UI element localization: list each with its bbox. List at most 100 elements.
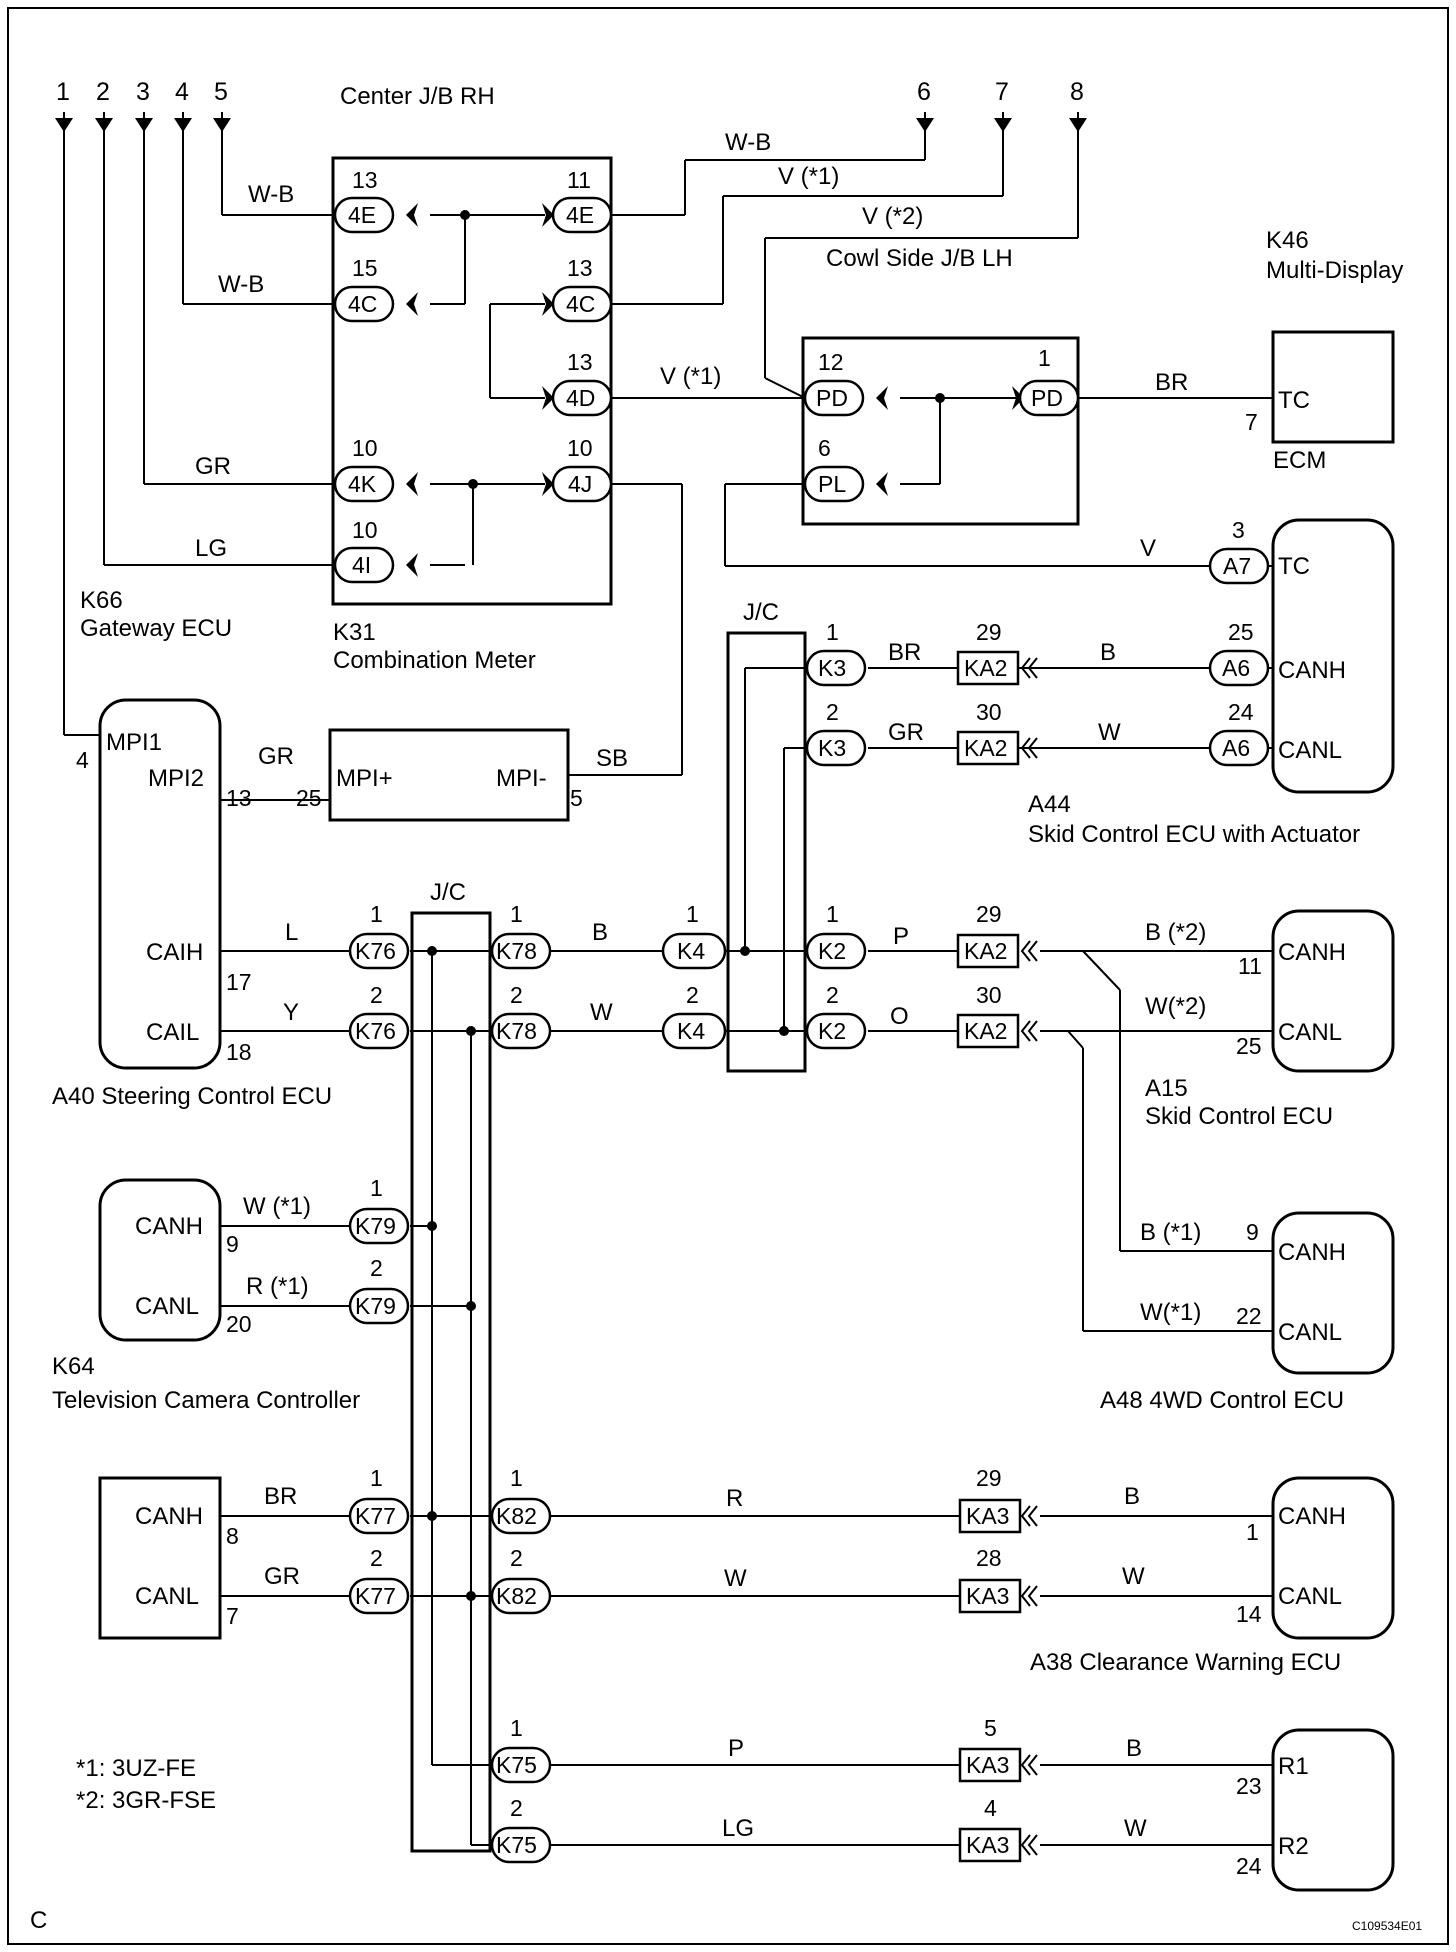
conn-4d: 4D bbox=[566, 385, 595, 411]
pin-k79-1: 1 bbox=[370, 1175, 383, 1201]
wire-gr-mpi: GR bbox=[258, 743, 294, 770]
terminal-8: 8 bbox=[1070, 78, 1084, 106]
pin-ka3-5: 5 bbox=[984, 1715, 997, 1741]
pin-ka3-29: 29 bbox=[976, 1465, 1002, 1491]
a44-label: A44 bbox=[1028, 791, 1071, 818]
cam-canh: CANH bbox=[135, 1503, 203, 1530]
wire-w-a38: W bbox=[1122, 1563, 1145, 1590]
pin-r2-24: 24 bbox=[1236, 1853, 1262, 1879]
pin-k4-1: 1 bbox=[686, 901, 699, 927]
pin-k76-1: 1 bbox=[370, 901, 383, 927]
a15-name: Skid Control ECU bbox=[1145, 1103, 1333, 1130]
pin-13-4d: 13 bbox=[567, 349, 593, 375]
a38-label: A38 Clearance Warning ECU bbox=[1030, 1649, 1341, 1676]
pin-15-4c: 15 bbox=[352, 255, 378, 281]
conn-4e-left: 4E bbox=[348, 202, 376, 228]
k46-label: K46 bbox=[1266, 227, 1309, 254]
conn-k2-2: K2 bbox=[818, 1018, 846, 1044]
cowl-jb-box bbox=[801, 336, 1080, 526]
k31-name: Combination Meter bbox=[333, 647, 536, 674]
a38-canl: CANL bbox=[1278, 1583, 1342, 1610]
wire-l: L bbox=[285, 919, 298, 946]
k64-box bbox=[98, 1178, 222, 1342]
pin-ka3-4: 4 bbox=[984, 1795, 997, 1821]
mpi-plus: MPI+ bbox=[336, 765, 393, 792]
conn-k75-1: K75 bbox=[496, 1752, 537, 1778]
a48-canl: CANL bbox=[1278, 1319, 1342, 1346]
corner-label: C bbox=[30, 1907, 47, 1934]
r2-label: R2 bbox=[1278, 1833, 1309, 1860]
pin-10-4k: 10 bbox=[352, 435, 378, 461]
lower-jc-box bbox=[410, 911, 492, 1853]
note-2: *2: 3GR-FSE bbox=[76, 1787, 216, 1814]
pin-ka2b-30: 30 bbox=[976, 982, 1002, 1008]
pin-k77-1: 1 bbox=[370, 1465, 383, 1491]
k64-label: K64 bbox=[52, 1353, 95, 1380]
pin-k78-1: 1 bbox=[510, 901, 523, 927]
k66-label: K66 bbox=[80, 587, 123, 614]
pin-mpi1-4: 4 bbox=[76, 747, 89, 773]
mpi-minus: MPI- bbox=[496, 765, 547, 792]
pin-k79-2: 2 bbox=[370, 1255, 383, 1281]
conn-k82-2: K82 bbox=[496, 1583, 537, 1609]
a40-cail: CAIL bbox=[146, 1019, 199, 1046]
pin-mpi-5: 5 bbox=[570, 785, 583, 811]
wire-wb-2: W-B bbox=[218, 271, 264, 298]
terminal-3: 3 bbox=[136, 78, 150, 106]
wire-v-a7: V bbox=[1140, 535, 1156, 562]
conn-pl: PL bbox=[818, 471, 846, 497]
pin-box-8: 8 bbox=[226, 1523, 239, 1549]
pin-k82-1: 1 bbox=[510, 1465, 523, 1491]
conn-k82-1: K82 bbox=[496, 1503, 537, 1529]
a15-label: A15 bbox=[1145, 1075, 1188, 1102]
pin-caih-17: 17 bbox=[226, 969, 252, 995]
k64-name: Television Camera Controller bbox=[52, 1387, 360, 1414]
wire-o-k2: O bbox=[890, 1003, 909, 1030]
conn-k75-2: K75 bbox=[496, 1832, 537, 1858]
jc-lower-label: J/C bbox=[430, 879, 466, 906]
pin-k2-2: 2 bbox=[826, 982, 839, 1008]
conn-k3-2: K3 bbox=[818, 735, 846, 761]
wire-wb-1: W-B bbox=[248, 181, 294, 208]
wire-br-k77: BR bbox=[264, 1483, 297, 1510]
pin-k77-2: 2 bbox=[370, 1545, 383, 1571]
terminal-4: 4 bbox=[175, 78, 189, 106]
wire-br-k3: BR bbox=[888, 639, 921, 666]
conn-4i: 4I bbox=[352, 552, 371, 578]
wire-w-k78: W bbox=[590, 999, 613, 1026]
mpi1-label: MPI1 bbox=[106, 729, 162, 756]
wire-gr-k77: GR bbox=[264, 1563, 300, 1590]
wire-b-k78: B bbox=[592, 919, 608, 946]
wire-gr-k3: GR bbox=[888, 719, 924, 746]
conn-k77-1: K77 bbox=[355, 1503, 396, 1529]
conn-a6-2: A6 bbox=[1222, 735, 1250, 761]
pin-mpi-25: 25 bbox=[296, 785, 322, 811]
conn-k4-2: K4 bbox=[677, 1018, 705, 1044]
terminal-1: 1 bbox=[56, 78, 70, 106]
pin-10-4i: 10 bbox=[352, 517, 378, 543]
wire-y: Y bbox=[283, 999, 299, 1026]
splice-dots bbox=[427, 210, 945, 1601]
ecm-label: ECM bbox=[1273, 447, 1326, 474]
conn-k79-1: K79 bbox=[355, 1213, 396, 1239]
conn-ka3-3: KA3 bbox=[966, 1752, 1009, 1778]
pin-ka2-29: 29 bbox=[976, 619, 1002, 645]
k64-canh: CANH bbox=[135, 1213, 203, 1240]
wire-w1-a48: W(*1) bbox=[1140, 1299, 1201, 1326]
pin-k4-2: 2 bbox=[686, 982, 699, 1008]
center-jb-label: Center J/B RH bbox=[340, 83, 495, 110]
a38-ecu-box bbox=[1271, 1476, 1395, 1640]
wire-r1-k79: R (*1) bbox=[246, 1273, 309, 1300]
figure-id: C109534E01 bbox=[1352, 1919, 1422, 1933]
a44-canl: CANL bbox=[1278, 737, 1342, 764]
k64-canl: CANL bbox=[135, 1293, 199, 1320]
pin-box-7: 7 bbox=[226, 1603, 239, 1629]
pin-k82-2: 2 bbox=[510, 1545, 523, 1571]
a44-canh: CANH bbox=[1278, 657, 1346, 684]
a40-label: A40 Steering Control ECU bbox=[52, 1083, 332, 1110]
conn-k78-2: K78 bbox=[496, 1018, 537, 1044]
pin-11-4e: 11 bbox=[567, 167, 591, 193]
page-frame bbox=[7, 7, 1449, 1945]
conn-4j: 4J bbox=[568, 471, 592, 497]
pin-mpi2-13: 13 bbox=[226, 785, 252, 811]
